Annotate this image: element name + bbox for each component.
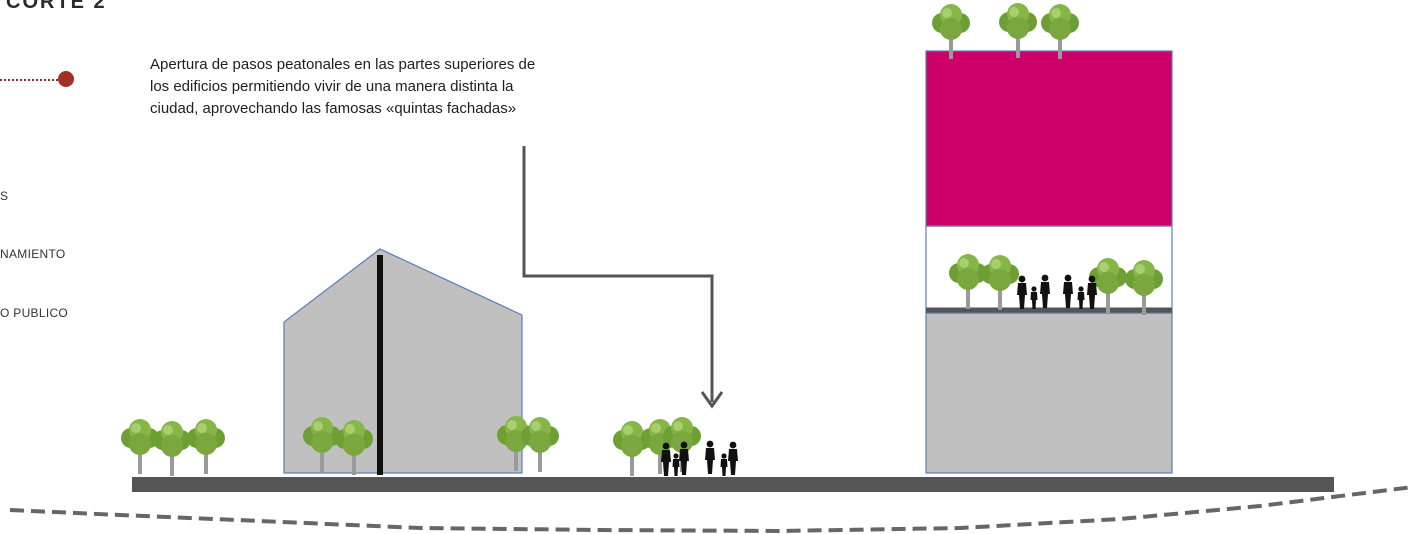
- tower-top-block: [925, 50, 1173, 227]
- annotation-line-1: Apertura de pasos peatonales en las part…: [150, 56, 536, 73]
- terrain-dashed-line: [9, 485, 1413, 534]
- tower-base: [925, 312, 1173, 474]
- annotation-text: Apertura de pasos peatonales en las part…: [150, 54, 690, 120]
- legend-marker-dot: [58, 71, 74, 87]
- person-silhouette: [705, 440, 715, 474]
- legend-marker-line: [0, 79, 62, 81]
- tree: [613, 421, 651, 476]
- tree: [187, 419, 225, 474]
- building-divider: [377, 255, 383, 475]
- legend-item-3: O PUBLICO: [0, 306, 69, 320]
- legend-item-1: S: [0, 189, 9, 203]
- legend-item-2: NAMIENTO: [0, 247, 66, 261]
- annotation-line-3: ciudad, aprovechando las famosas «quinta…: [150, 100, 517, 117]
- annotation-line-2: los edificios permitiendo vivir de una m…: [150, 78, 514, 95]
- arrow-head: [700, 391, 724, 409]
- gabled-building: [283, 248, 523, 474]
- tree: [153, 421, 191, 476]
- tree: [999, 3, 1037, 58]
- ground-slab: [132, 477, 1334, 492]
- section-title: CORTE 2: [6, 0, 107, 13]
- child-silhouette: [672, 453, 680, 476]
- tree: [121, 419, 159, 474]
- person-silhouette: [728, 441, 738, 475]
- arrow-connector: [522, 146, 714, 402]
- child-silhouette: [720, 453, 728, 476]
